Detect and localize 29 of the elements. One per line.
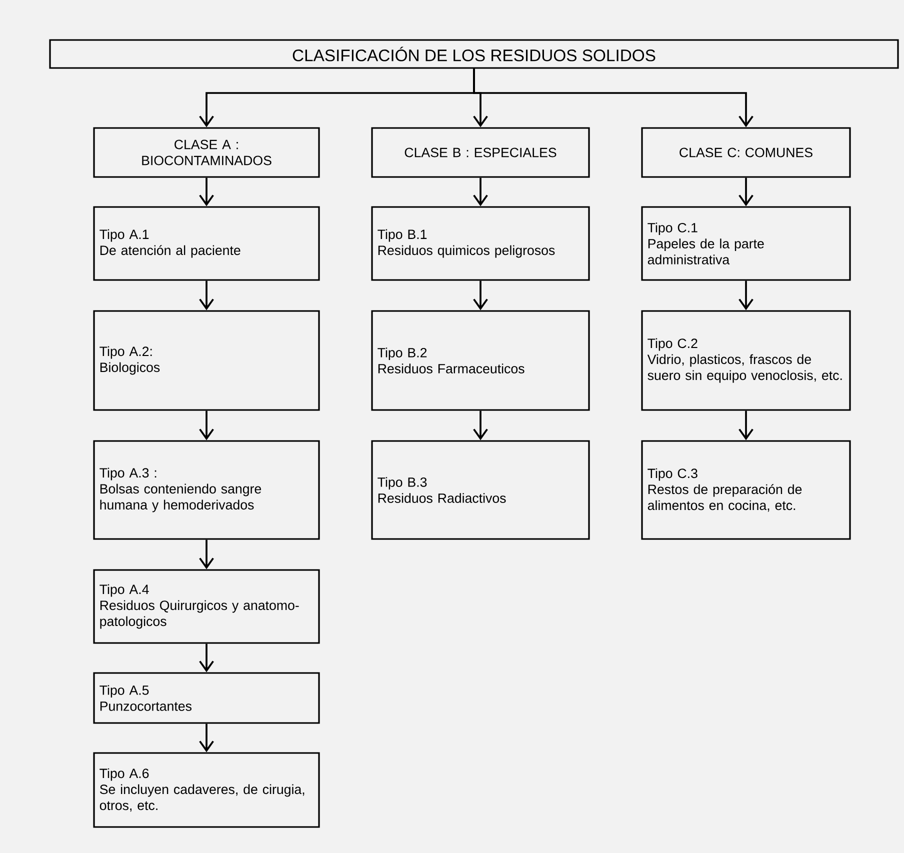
type-box: Tipo A.3 : Bolsas conteniendo sangre humana y hemoderivados bbox=[93, 440, 320, 540]
type-box: Tipo B.1 Residuos quimicos peligrosos bbox=[371, 206, 590, 281]
type-box: Tipo C.3 Restos de preparación de alimentos en cocina, etc. bbox=[641, 440, 851, 540]
arrow bbox=[199, 410, 214, 440]
arrow bbox=[473, 68, 754, 128]
class-box: CLASE A : BIOCONTAMINADOS bbox=[93, 127, 320, 178]
type-box: Tipo B.2 Residuos Farmaceuticos bbox=[371, 310, 590, 411]
type-box: Tipo B.3 Residuos Radiactivos bbox=[371, 440, 590, 540]
type-box: Tipo A.1 De atención al paciente bbox=[93, 206, 320, 281]
arrow bbox=[473, 178, 488, 206]
arrow bbox=[473, 280, 488, 310]
arrow bbox=[473, 410, 488, 440]
arrow bbox=[738, 178, 754, 206]
type-box: Tipo A.5 Punzocortantes bbox=[93, 672, 320, 724]
arrow bbox=[738, 280, 754, 310]
arrow bbox=[199, 724, 214, 752]
title-box: CLASIFICACIÓN DE LOS RESIDUOS SOLIDOS bbox=[49, 39, 899, 69]
arrow bbox=[199, 644, 214, 672]
type-box: Tipo A.4 Residuos Quirurgicos y anatomo-patologicos bbox=[93, 569, 320, 644]
arrow bbox=[199, 178, 214, 206]
class-box: CLASE B : ESPECIALES bbox=[371, 127, 590, 178]
type-box: Tipo A.2: Biologicos bbox=[93, 310, 320, 411]
arrow bbox=[199, 280, 214, 310]
class-box: CLASE C: COMUNES bbox=[641, 127, 851, 178]
type-box: Tipo A.6 Se incluyen cadaveres, de cirugia, otros, etc. bbox=[93, 752, 320, 828]
arrow bbox=[738, 410, 754, 440]
type-box: Tipo C.1 Papeles de la parte administrativa bbox=[641, 206, 851, 281]
arrow bbox=[199, 540, 214, 570]
type-box: Tipo C.2 Vidrio, plasticos, frascos de suero sin equipo venoclosis, etc. bbox=[641, 310, 851, 411]
